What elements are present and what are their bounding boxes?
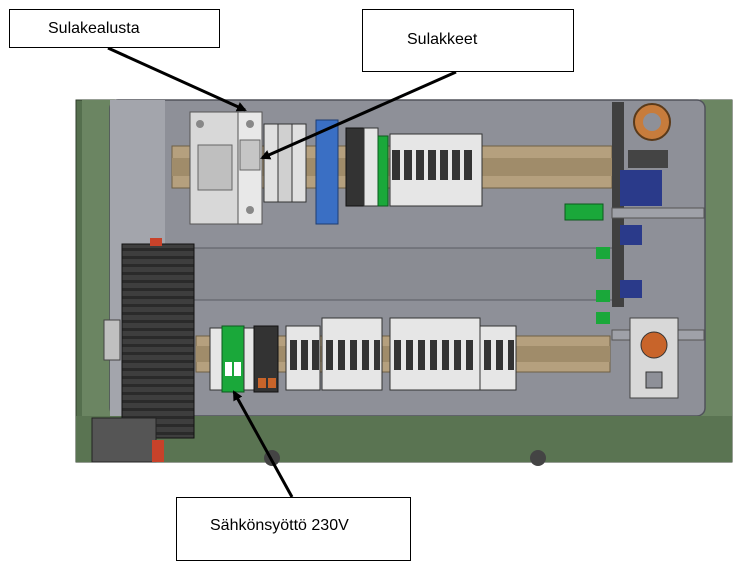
leader-fuse-base [107, 46, 247, 112]
leader-lines [107, 46, 457, 498]
fuse-terminal-blue [315, 119, 339, 225]
power-supply-terminal [221, 325, 245, 393]
fuse-terminals [263, 119, 389, 225]
callout-fuse-base: Sulakealusta [9, 9, 220, 48]
wiring-duct [184, 247, 621, 301]
right-side-components [564, 102, 705, 399]
callout-power-supply: Sähkönsyöttö 230V [176, 497, 411, 561]
fuse-base [189, 111, 263, 225]
callout-fuses-label: Sulakkeet [407, 31, 478, 48]
leader-fuses [260, 70, 457, 160]
callout-power-supply-label: Sähkönsyöttö 230V [210, 517, 349, 534]
callout-fuse-base-label: Sulakealusta [48, 20, 140, 37]
cable-gland [530, 450, 546, 466]
upper-terminal-blocks [389, 133, 483, 207]
lower-terminal-blocks [209, 317, 517, 393]
leader-power-supply [232, 390, 294, 498]
callout-fuses: Sulakkeet [362, 9, 574, 72]
heat-sink [91, 238, 195, 463]
